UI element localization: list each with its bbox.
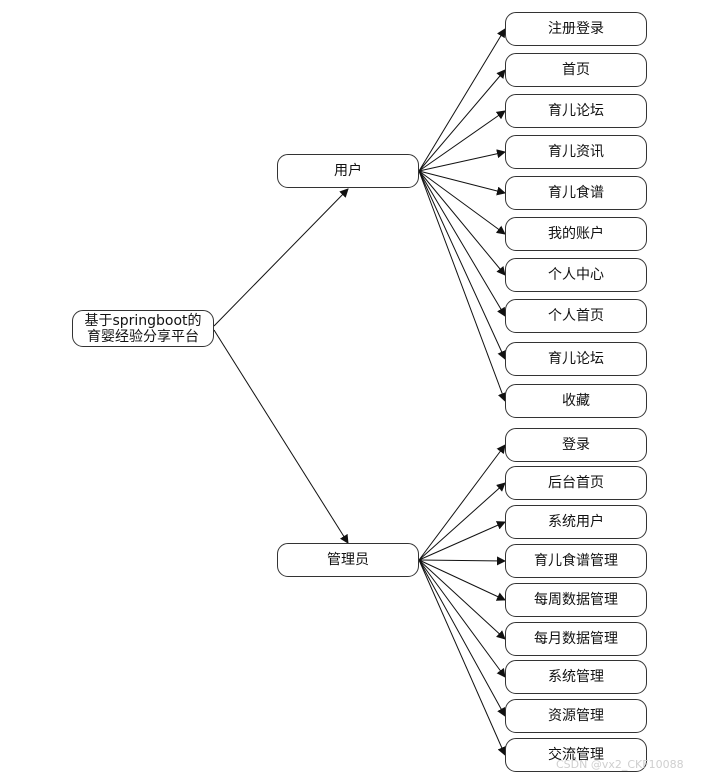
user-connector-arrow-3 (418, 149, 506, 172)
admin-leaf-communication-management: 交流管理 (505, 738, 647, 772)
user-leaf-label: 首页 (562, 62, 590, 78)
user-leaf-label: 育儿论坛 (548, 103, 604, 119)
user-leaf-personal-center: 个人中心 (505, 258, 647, 292)
admin-leaf-monthly-data-management: 每月数据管理 (505, 622, 647, 656)
source-watermark: CSDN @vx2_CKF10088 (556, 758, 684, 771)
admin-leaf-label: 后台首页 (548, 475, 604, 491)
admin-node: 管理员 (277, 543, 419, 577)
user-leaf-label: 个人中心 (548, 267, 604, 283)
admin-connector-arrow-2 (418, 521, 506, 561)
user-connector-arrow-6 (418, 170, 506, 276)
admin-connector-arrow-7 (418, 559, 506, 717)
admin-leaf-label: 每周数据管理 (534, 592, 618, 608)
admin-leaf-weekly-data-management: 每周数据管理 (505, 583, 647, 617)
root-title-line-1: 基于springboot的 (84, 312, 202, 329)
user-leaf-parenting-forum: 育儿论坛 (505, 94, 647, 128)
user-leaf-home: 首页 (505, 53, 647, 87)
user-connector-arrow-0 (418, 28, 506, 172)
admin-leaf-label: 育儿食谱管理 (534, 553, 618, 569)
admin-connector-arrow-4 (418, 559, 506, 601)
user-connector-arrow-7 (418, 170, 506, 317)
admin-leaf-recipe-management: 育儿食谱管理 (505, 544, 647, 578)
admin-connector-arrow-5 (418, 559, 506, 640)
user-connector-arrow-1 (418, 69, 506, 172)
admin-leaf-label: 每月数据管理 (534, 631, 618, 647)
user-connector-arrow-2 (418, 110, 506, 172)
root-node: 基于springboot的 育婴经验分享平台 (72, 310, 214, 347)
user-leaf-label: 个人首页 (548, 308, 604, 324)
admin-leaf-resource-management: 资源管理 (505, 699, 647, 733)
user-leaf-my-account: 我的账户 (505, 217, 647, 251)
user-leaf-personal-home: 个人首页 (505, 299, 647, 333)
admin-connector-arrow-1 (418, 482, 506, 561)
admin-leaf-system-users: 系统用户 (505, 505, 647, 539)
user-leaf-parenting-forum-2: 育儿论坛 (505, 342, 647, 376)
admin-connector-arrow-3 (418, 556, 506, 566)
user-leaf-parenting-recipes: 育儿食谱 (505, 176, 647, 210)
user-leaf-label: 收藏 (562, 393, 590, 409)
user-leaf-label: 育儿论坛 (548, 351, 604, 367)
root-title-line-2: 育婴经验分享平台 (87, 328, 199, 345)
user-connector-arrow-9 (418, 170, 507, 402)
user-leaf-label: 注册登录 (548, 21, 604, 37)
admin-connector-arrow-6 (418, 559, 506, 678)
user-node: 用户 (277, 154, 419, 188)
admin-leaf-label: 交流管理 (548, 747, 604, 763)
admin-leaf-system-management: 系统管理 (505, 660, 647, 694)
user-leaf-favorites: 收藏 (505, 384, 647, 418)
root-to-admin-arrow (213, 329, 349, 544)
user-leaf-label: 育儿资讯 (548, 144, 604, 160)
user-node-label: 用户 (334, 163, 362, 179)
admin-leaf-login: 登录 (505, 428, 647, 462)
admin-leaf-label: 资源管理 (548, 708, 604, 724)
user-leaf-register-login: 注册登录 (505, 12, 647, 46)
user-leaf-label: 育儿食谱 (548, 185, 604, 201)
user-connector-arrow-8 (418, 170, 506, 360)
admin-connector-arrow-8 (418, 559, 506, 756)
admin-node-label: 管理员 (327, 552, 369, 568)
user-connector-arrow-4 (418, 170, 506, 196)
admin-leaf-label: 系统用户 (548, 514, 604, 530)
admin-leaf-dashboard-home: 后台首页 (505, 466, 647, 500)
user-leaf-label: 我的账户 (548, 226, 604, 242)
user-leaf-parenting-news: 育儿资讯 (505, 135, 647, 169)
root-to-user-arrow (213, 188, 349, 327)
admin-leaf-label: 系统管理 (548, 669, 604, 685)
admin-leaf-label: 登录 (562, 437, 590, 453)
user-connector-arrow-5 (418, 170, 506, 235)
admin-connector-arrow-0 (418, 444, 506, 561)
